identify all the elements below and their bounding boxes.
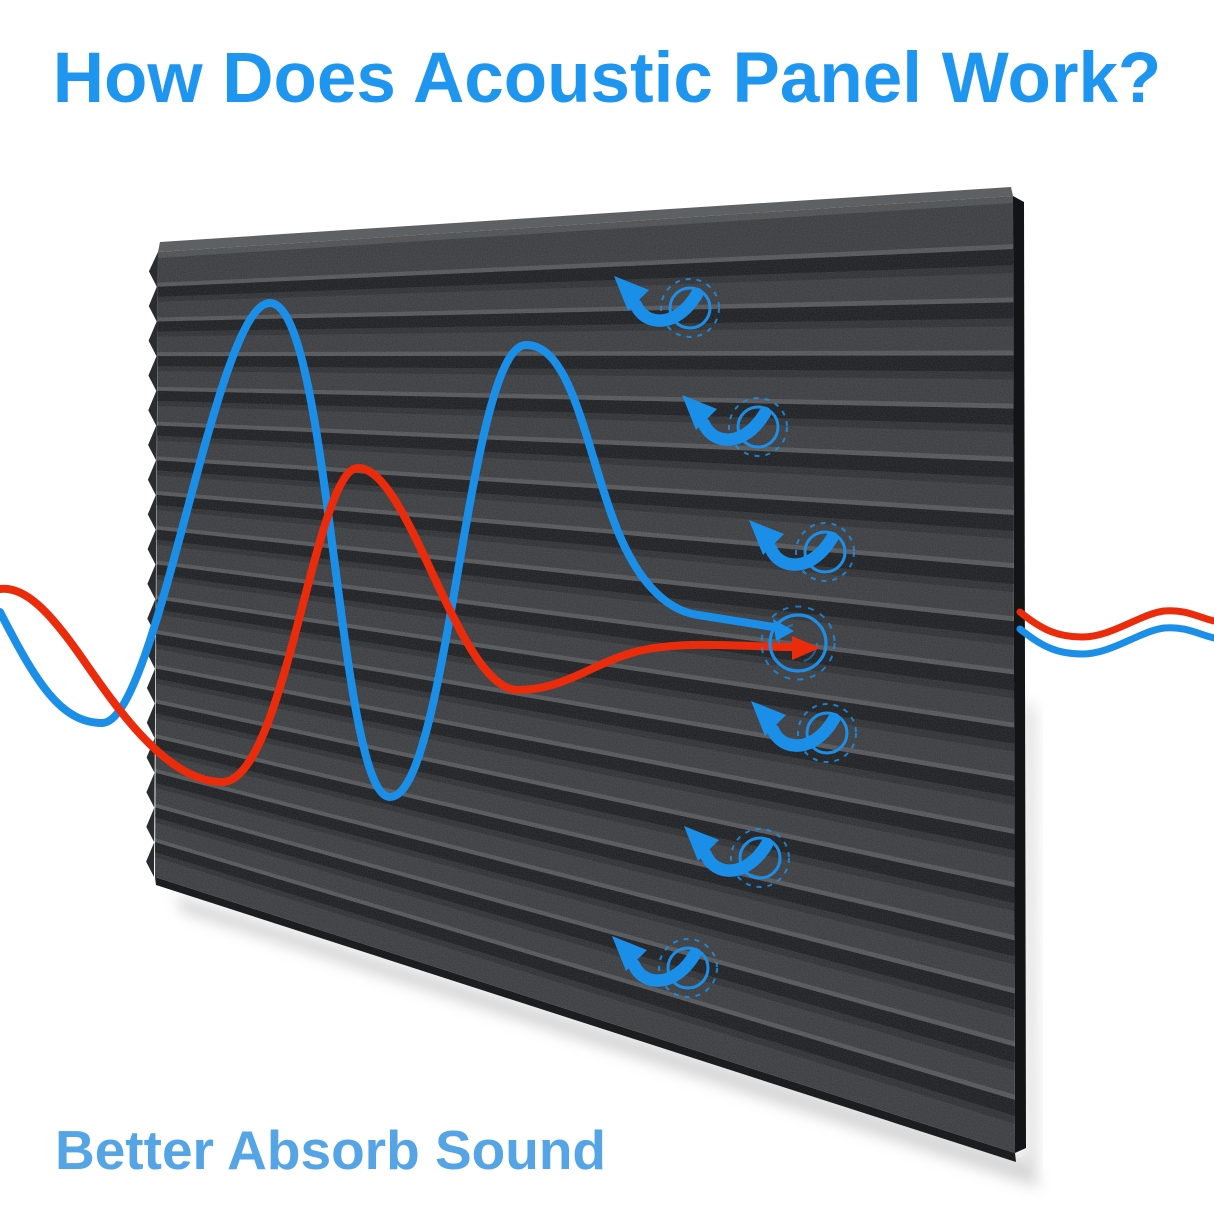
acoustic-foam-panel bbox=[146, 187, 1026, 1162]
arrow-body bbox=[764, 531, 839, 571]
ripple-ring-dashed bbox=[797, 703, 857, 763]
arrow-head bbox=[749, 520, 784, 555]
target-solid-ring bbox=[768, 613, 828, 673]
transmitted-wave-blue bbox=[1016, 624, 1214, 658]
panel-drop-shadow bbox=[175, 700, 1040, 1188]
absorb-arrow-icon bbox=[614, 276, 720, 338]
ripple-ring-solid bbox=[668, 286, 712, 330]
incident-wave-blue bbox=[0, 298, 784, 802]
ripple-ring-dashed bbox=[658, 938, 718, 998]
target-inner-ring bbox=[778, 623, 818, 663]
arrow-head bbox=[751, 701, 786, 736]
arrow-body bbox=[766, 712, 841, 752]
absorb-arrow-icon bbox=[682, 395, 788, 457]
panel-left-edge bbox=[146, 252, 158, 877]
panel-right-edge bbox=[1013, 196, 1026, 1153]
sound-wave-lines bbox=[0, 298, 1214, 802]
blue-arrowhead bbox=[773, 619, 794, 641]
arrow-head bbox=[684, 826, 719, 861]
ripple-ring-solid bbox=[805, 711, 849, 755]
sound-absorption-arrows bbox=[612, 276, 857, 998]
shadow-shape bbox=[1022, 700, 1038, 1175]
ripple-ring-solid bbox=[736, 405, 780, 449]
ripple-ring-dashed bbox=[660, 278, 720, 338]
ripple-ring-solid bbox=[803, 530, 847, 574]
shadow-shape bbox=[175, 895, 1040, 1188]
ripple-ring-dashed bbox=[730, 828, 790, 888]
incident-wave-red bbox=[0, 463, 799, 787]
arrow-body bbox=[697, 406, 772, 446]
absorb-arrow-icon bbox=[684, 826, 790, 888]
arrow-body bbox=[699, 837, 774, 877]
arrow-head bbox=[612, 936, 647, 971]
absorb-arrow-icon bbox=[751, 701, 857, 763]
arrow-body bbox=[627, 947, 702, 987]
absorb-arrow-icon bbox=[612, 936, 718, 998]
ripple-ring-dashed bbox=[795, 522, 855, 582]
caption-text: Better Absorb Sound bbox=[55, 1119, 607, 1181]
page-title: How Does Acoustic Panel Work? bbox=[52, 39, 1162, 118]
ripple-ring-solid bbox=[738, 836, 782, 880]
arrow-head bbox=[614, 276, 649, 311]
panel-top-edge bbox=[158, 187, 1013, 252]
arrow-body bbox=[629, 287, 704, 327]
panel-bottom-edge bbox=[155, 877, 1016, 1162]
arrow-head bbox=[682, 395, 717, 430]
transmitted-wave-red bbox=[1016, 607, 1214, 641]
absorb-arrow-icon bbox=[749, 520, 855, 582]
ripple-ring-solid bbox=[666, 946, 710, 990]
ripple-ring-dashed bbox=[728, 397, 788, 457]
target-dashed-ring bbox=[760, 605, 836, 681]
red-arrowhead bbox=[792, 636, 820, 660]
absorption-target-icon bbox=[760, 605, 836, 681]
